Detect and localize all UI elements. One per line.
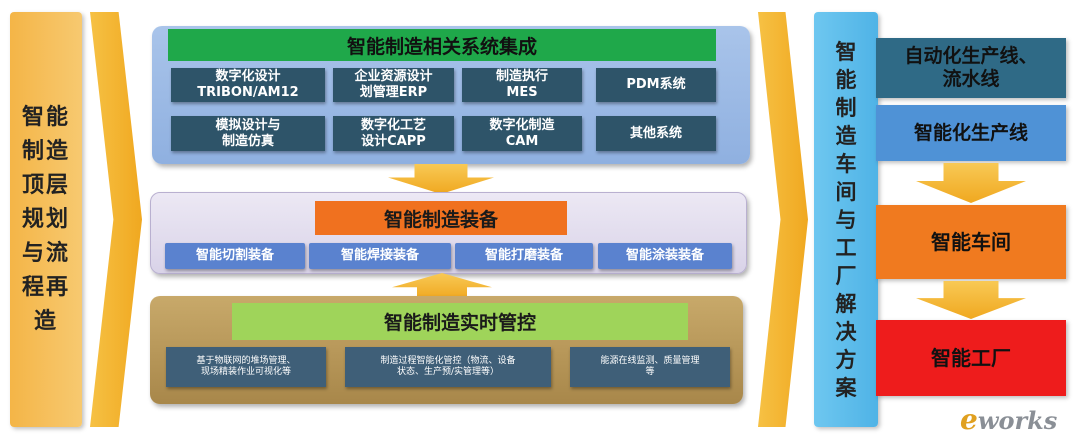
right-chevron-arrow-right [758,12,808,427]
smart-line-box: 智能化生产线 [876,105,1066,161]
left-banner: 智能制造顶层规划与流程再造 [10,12,82,427]
integration-item: 数字化工艺 设计CAPP [333,116,454,151]
equipment-item: 智能涂装装备 [598,243,732,269]
equipment-item: 智能切割装备 [165,243,305,269]
control-item: 制造过程智能化管控（物流、设备 状态、生产预/实管理等） [345,347,551,387]
equipment-item: 智能打磨装备 [455,243,593,269]
integration-item: 模拟设计与 制造仿真 [171,116,325,151]
integration-item: 数字化设计 TRIBON/AM12 [171,68,325,102]
integration-item: 企业资源设计 划管理ERP [333,68,454,102]
down-arrow-icon [916,281,1026,319]
down-arrow-icon [388,164,494,194]
right-banner: 智能制造车间与工厂解决方案 [814,12,878,427]
integration-item: 数字化制造 CAM [462,116,582,151]
logo-e: e [960,403,978,436]
integration-item: 制造执行 MES [462,68,582,102]
equipment-title: 智能制造装备 [315,201,567,235]
control-item: 能源在线监测、质量管理 等 [570,347,730,387]
down-arrow-icon [916,163,1026,203]
automation-line-box: 自动化生产线、 流水线 [876,38,1066,98]
integration-item: 其他系统 [596,116,716,151]
equipment-item: 智能焊接装备 [309,243,451,269]
integration-item: PDM系统 [596,68,716,102]
left-banner-text: 智能制造顶层规划与流程再造 [21,104,70,334]
right-banner-text: 智能制造车间与工厂解决方案 [835,39,857,400]
eworks-logo: eworks [960,403,1057,436]
control-item: 基于物联网的堆场管理、 现场精装作业可视化等 [166,347,326,387]
smart-workshop-box: 智能车间 [876,205,1066,279]
logo-rest: works [977,406,1058,435]
right-chevron-arrow-left [90,12,142,427]
integration-title: 智能制造相关系统集成 [168,29,716,61]
smart-factory-box: 智能工厂 [876,320,1066,396]
control-title: 智能制造实时管控 [232,303,688,340]
